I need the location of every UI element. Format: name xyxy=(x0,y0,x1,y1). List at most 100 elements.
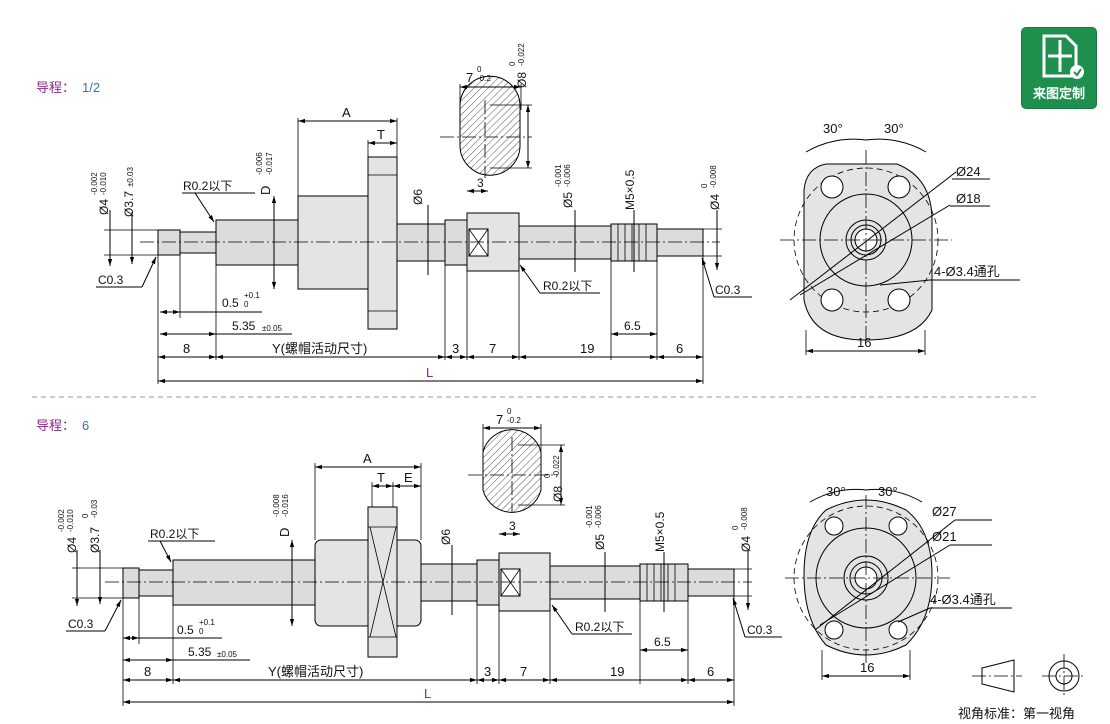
bottom-dim-05-lower: 0 xyxy=(199,627,204,636)
bottom-dim-phi6: Ø6 xyxy=(439,529,453,545)
top-dim-3: 3 xyxy=(452,341,459,356)
top-section-dia: Ø8 xyxy=(515,72,529,88)
top-flange-phi-outer: Ø24 xyxy=(956,164,981,179)
top-dim-phi4-left: Ø4 xyxy=(97,199,111,215)
top-dim-phi4-right: Ø4 xyxy=(708,194,722,210)
bottom-flange-ang1: 30° xyxy=(826,484,846,499)
top-dim-3-top: 3 xyxy=(477,176,484,190)
top-dim-phi6: Ø6 xyxy=(411,189,425,205)
bottom-dim-m5: M5×0.5 xyxy=(653,511,667,552)
top-dim-phi4-left-lower: -0.010 xyxy=(99,172,108,195)
top-shaft xyxy=(140,156,720,330)
top-lead-label: 导程： xyxy=(36,80,75,95)
bottom-dim-05: 0.5 xyxy=(177,623,194,637)
bottom-dim-535: 5.35 xyxy=(188,645,212,659)
bottom-dim-a: A xyxy=(363,451,372,466)
top-dim-05: 0.5 xyxy=(222,296,239,310)
top-flange-ang2: 30° xyxy=(884,121,904,136)
top-dim-d-lower: -0.017 xyxy=(265,152,274,175)
bottom-dim-3: 3 xyxy=(484,664,491,679)
top-dim-05-upper: +0.1 xyxy=(244,291,260,300)
bottom-dim-phi37-lower: -0.03 xyxy=(90,499,99,518)
bottom-dim-05-upper: +0.1 xyxy=(199,618,215,627)
top-dim-535: 5.35 xyxy=(232,319,256,333)
bottom-dim-phi37-upper: 0 xyxy=(81,513,90,518)
bottom-dim-3-top: 3 xyxy=(509,519,516,533)
bottom-flange-ang2: 30° xyxy=(878,484,898,499)
bottom-section-dia-lower: -0.022 xyxy=(552,455,561,478)
bottom-dim-phi5-lower: -0.006 xyxy=(594,505,603,528)
bottom-c03-right: C0.3 xyxy=(747,623,773,637)
bottom-dim-phi4-left-lower: -0.010 xyxy=(66,509,75,532)
top-flange-ang1: 30° xyxy=(823,121,843,136)
bottom-dim-535-tol: ±0.05 xyxy=(217,650,238,659)
top-flange-holes: 4-Ø3.4通孔 xyxy=(934,264,1000,279)
bottom-lead-label: 导程： xyxy=(36,418,75,433)
bottom-section-dia-upper: 0 xyxy=(543,473,552,478)
bottom-shaft xyxy=(105,506,752,658)
bottom-dim-phi37: Ø3.7 xyxy=(88,527,102,553)
top-dim-y: Y(螺帽活动尺寸) xyxy=(272,341,367,356)
bottom-dim-6: 6 xyxy=(707,664,714,679)
top-flange-width: 16 xyxy=(857,335,871,350)
bottom-section-dia: Ø8 xyxy=(551,486,565,502)
bottom-flange-phi-pitch: Ø21 xyxy=(932,529,957,544)
bottom-dim-phi4-right: Ø4 xyxy=(739,536,753,552)
top-section-dia-upper: 0 xyxy=(508,61,517,66)
bottom-dim-phi5: Ø5 xyxy=(593,534,607,550)
bottom-section-view: 7 0 -0.2 Ø8 0 -0.022 xyxy=(468,407,565,513)
top-dim-phi5: Ø5 xyxy=(561,192,575,208)
truncated-cone-icon xyxy=(972,659,1022,693)
top-r02-left: R0.2以下 xyxy=(183,179,232,193)
top-dim-d: D xyxy=(258,186,273,195)
top-dim-phi5-upper: -0.001 xyxy=(554,164,563,187)
bottom-section-width-lower: -0.2 xyxy=(507,416,521,425)
top-flange-view: 30° 30° Ø24 Ø18 4-Ø3.4通孔 16 xyxy=(780,121,1020,355)
top-section-width-lower: -0.2 xyxy=(477,74,491,83)
top-view: 导程： 1/2 xyxy=(36,43,1020,384)
bottom-dim-t: T xyxy=(377,470,385,485)
top-dim-65: 6.5 xyxy=(624,319,641,333)
top-dim-phi5-lower: -0.006 xyxy=(563,164,572,187)
bottom-section-width-upper: 0 xyxy=(507,407,512,416)
bottom-flange-width: 16 xyxy=(860,660,874,675)
bottom-flange-phi-outer: Ø27 xyxy=(932,504,957,519)
bottom-dim-7: 7 xyxy=(520,664,527,679)
bottom-dim-65: 6.5 xyxy=(654,635,671,649)
bottom-c03-left: C0.3 xyxy=(68,617,94,631)
top-dim-phi37: Ø3.7 xyxy=(122,191,136,217)
bottom-dim-phi4-left: Ø4 xyxy=(65,537,79,553)
bottom-dimensions: A T E D -0.008 -0.016 Ø4 -0.002 -0.010 Ø… xyxy=(57,451,782,706)
top-lead-value: 1/2 xyxy=(82,80,100,95)
bottom-dim-8: 8 xyxy=(144,664,151,679)
bottom-flange-holes: 4-Ø3.4通孔 xyxy=(930,592,996,607)
top-section-width: 7 xyxy=(466,70,473,85)
bottom-dim-d-lower: -0.016 xyxy=(281,494,290,517)
top-dim-8: 8 xyxy=(183,341,190,356)
bottom-dim-phi5-upper: -0.001 xyxy=(585,505,594,528)
custom-drawing-badge[interactable]: 来图定制 xyxy=(1022,28,1096,108)
top-dim-phi37-tol: ±0.03 xyxy=(126,166,135,187)
top-dim-6: 6 xyxy=(676,341,683,356)
top-section-dia-lower: -0.022 xyxy=(517,43,526,66)
top-dim-d-upper: -0.006 xyxy=(255,152,264,175)
projection-symbol xyxy=(972,654,1086,698)
bottom-dim-phi4-right-upper: 0 xyxy=(731,525,740,530)
bottom-dim-19: 19 xyxy=(610,664,624,679)
projection-caption: 视角标准：第一视角 xyxy=(958,707,1076,722)
top-r02-right: R0.2以下 xyxy=(543,279,592,293)
bottom-section-width: 7 xyxy=(496,412,503,427)
bottom-flange-view: 30° 30° Ø27 Ø21 4-Ø3.4通孔 16 xyxy=(785,484,1012,680)
bottom-dim-y: Y(螺帽活动尺寸) xyxy=(268,664,363,679)
top-dim-m5: M5×0.5 xyxy=(623,169,637,210)
bottom-dim-d: D xyxy=(277,528,292,537)
bottom-dim-d-upper: -0.008 xyxy=(272,494,281,517)
top-flange-phi-pitch: Ø18 xyxy=(956,191,981,206)
top-dim-phi4-right-upper: 0 xyxy=(700,183,709,188)
custom-drawing-icon xyxy=(1042,34,1084,79)
crosshair-circle-icon xyxy=(1042,654,1086,698)
top-dim-a: A xyxy=(342,105,351,120)
top-dim-7: 7 xyxy=(489,341,496,356)
top-dim-05-lower: 0 xyxy=(244,300,249,309)
